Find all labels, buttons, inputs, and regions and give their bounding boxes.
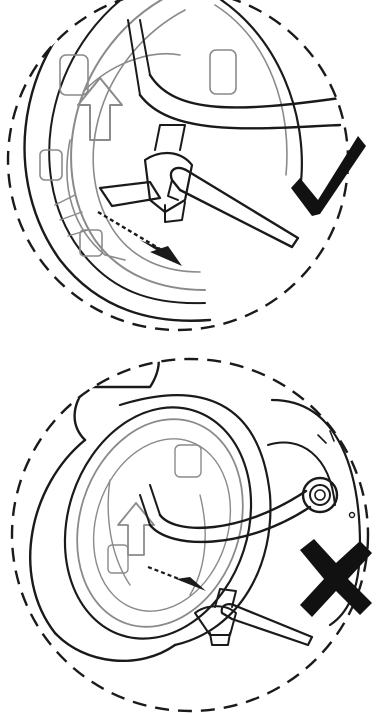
brake-cable [140, 485, 310, 542]
detail-circle-dashed [8, 0, 348, 330]
illustration-incorrect [0, 345, 376, 715]
panel-correct [0, 0, 376, 345]
brake-cable [128, 20, 340, 128]
embossed-up-arrow [118, 503, 154, 555]
brake-backplate [36, 383, 280, 663]
cross-mark-icon [300, 539, 372, 617]
illustration-correct [0, 0, 376, 345]
cable-retainer [100, 125, 192, 222]
panel-incorrect [0, 345, 376, 715]
brake-backplate [25, 0, 302, 321]
hex-key-tool [168, 168, 298, 247]
